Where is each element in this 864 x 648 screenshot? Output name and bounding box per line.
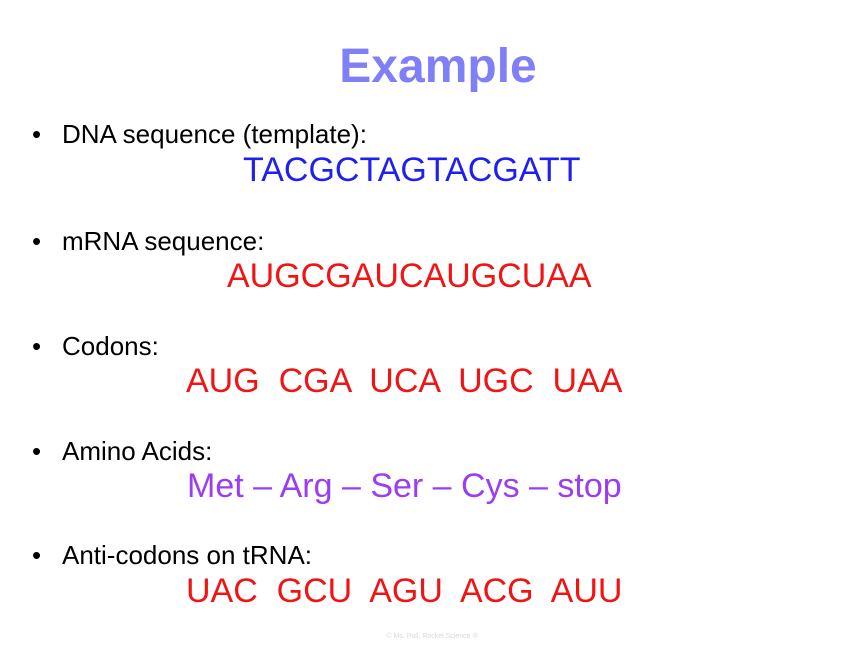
slide-title: Example	[339, 40, 537, 93]
bullet-mrna-label: •mRNA sequence:	[32, 226, 265, 256]
bullet-icon: •	[32, 119, 42, 149]
bullet-icon: •	[32, 540, 42, 570]
bullet-anticodons-label: •Anti-codons on tRNA:	[32, 540, 313, 570]
bullet-dna-label: •DNA sequence (template):	[32, 119, 367, 149]
mrna-sequence-value: AUGCGAUCAUGCUAA	[227, 257, 592, 295]
amino-acids-value: Met – Arg – Ser – Cys – stop	[187, 467, 622, 505]
bullet-amino-acids-label: •Amino Acids:	[32, 436, 213, 466]
dna-sequence-value: TACGCTAGTACGATT	[243, 151, 581, 189]
bullet-icon: •	[32, 226, 42, 256]
codons-value: AUG CGA UCA UGC UAA	[186, 362, 623, 400]
bullet-icon: •	[32, 436, 42, 466]
bullet-icon: •	[32, 331, 42, 361]
bullet-codons-label: •Codons:	[32, 331, 159, 361]
anticodons-value: UAC GCU AGU ACG AUU	[186, 572, 623, 610]
footer-copyright: © Ms. Poll, Rockel Science ®	[386, 633, 478, 640]
